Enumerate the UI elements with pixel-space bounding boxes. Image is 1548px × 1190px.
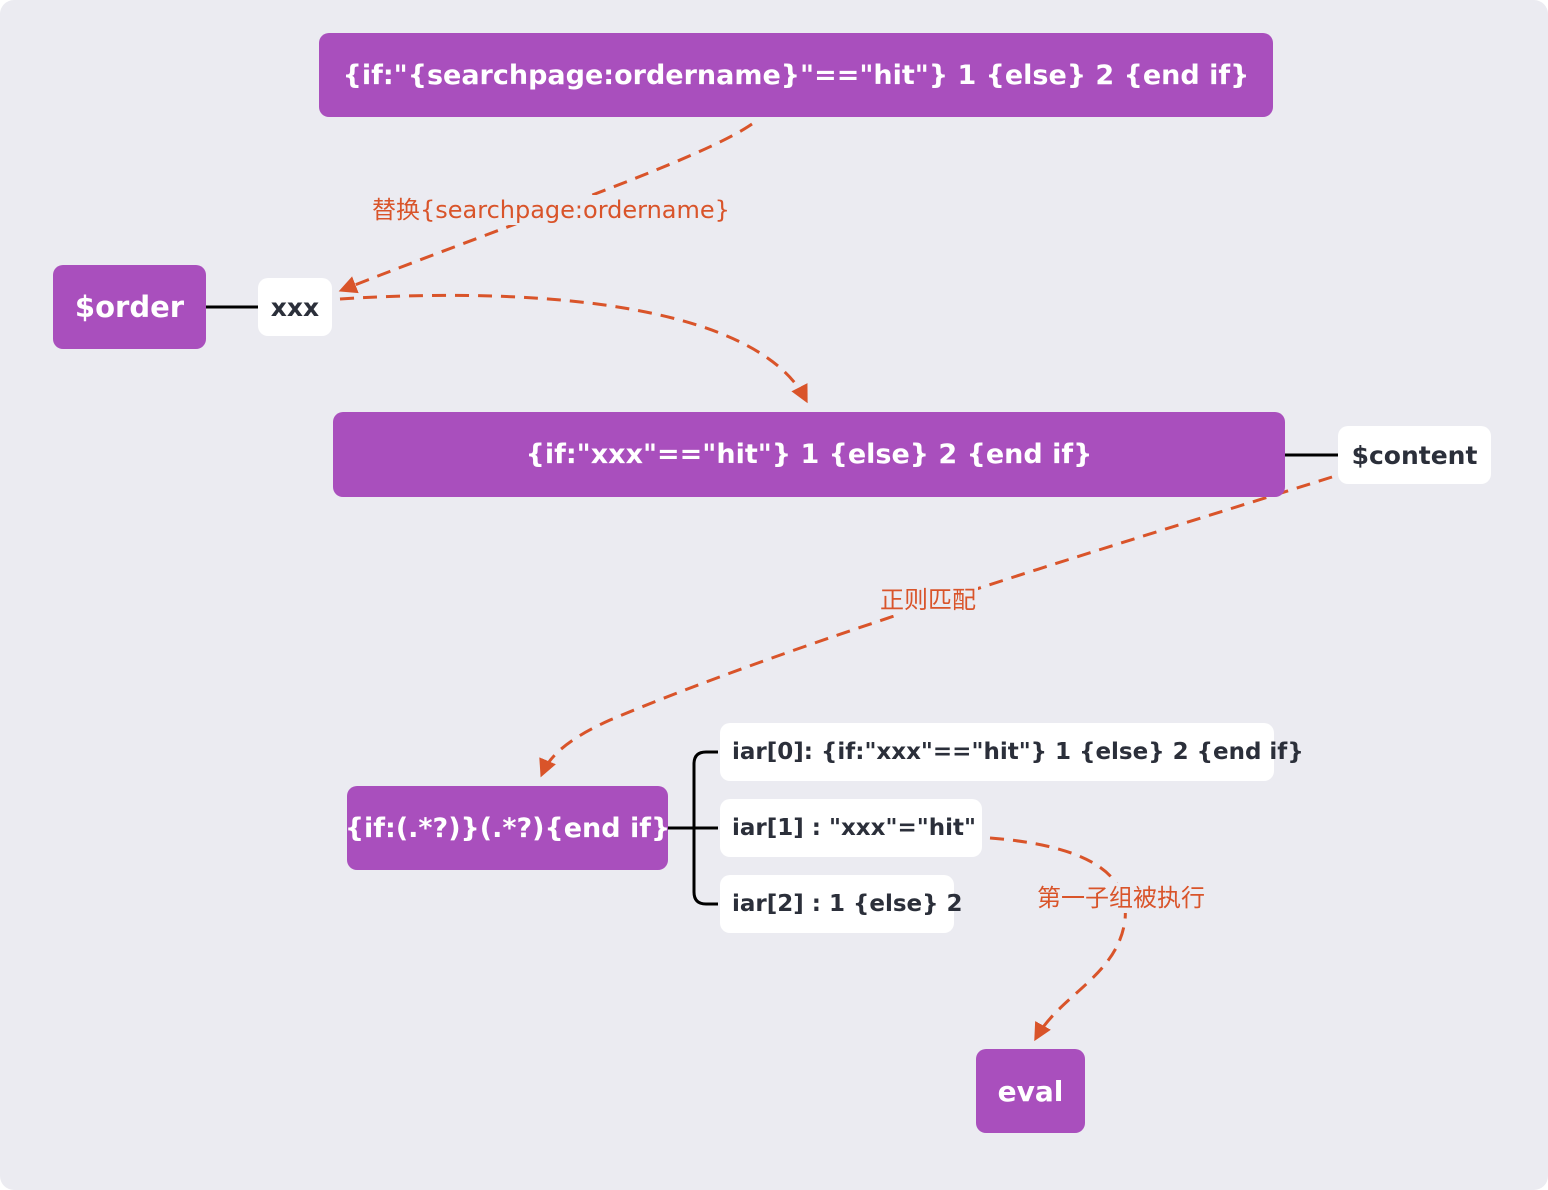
iar0-node: iar[0]: {if:"xxx"=="hit"} 1 {else} 2 {en… [720,723,1304,781]
content-variable-node: $content [1338,426,1491,484]
eval-node: eval [976,1049,1085,1133]
arrow-xxx-to-template [339,293,808,404]
regex-edge-label: 正则匹配 [878,585,978,615]
iar1-node: iar[1] : "xxx"="hit" [720,799,982,857]
template-replaced-node: {if:"xxx"=="hit"} 1 {else} 2 {end if} [333,412,1285,497]
template-original-node: {if:"{searchpage:ordername}"=="hit"} 1 {… [319,33,1273,117]
regex-node: {if:(.*?)}(.*?){end if} [345,786,670,870]
arrow-exec [989,836,1127,1042]
connector-regex-bracket [668,750,718,906]
replace-edge-label: 替换{searchpage:ordername} [370,195,732,225]
iar2-node: iar[2] : 1 {else} 2 [720,875,963,933]
exec-edge-label: 第一子组被执行 [1035,883,1207,913]
order-value-node: xxx [258,278,332,336]
order-variable-node: $order [53,265,206,349]
